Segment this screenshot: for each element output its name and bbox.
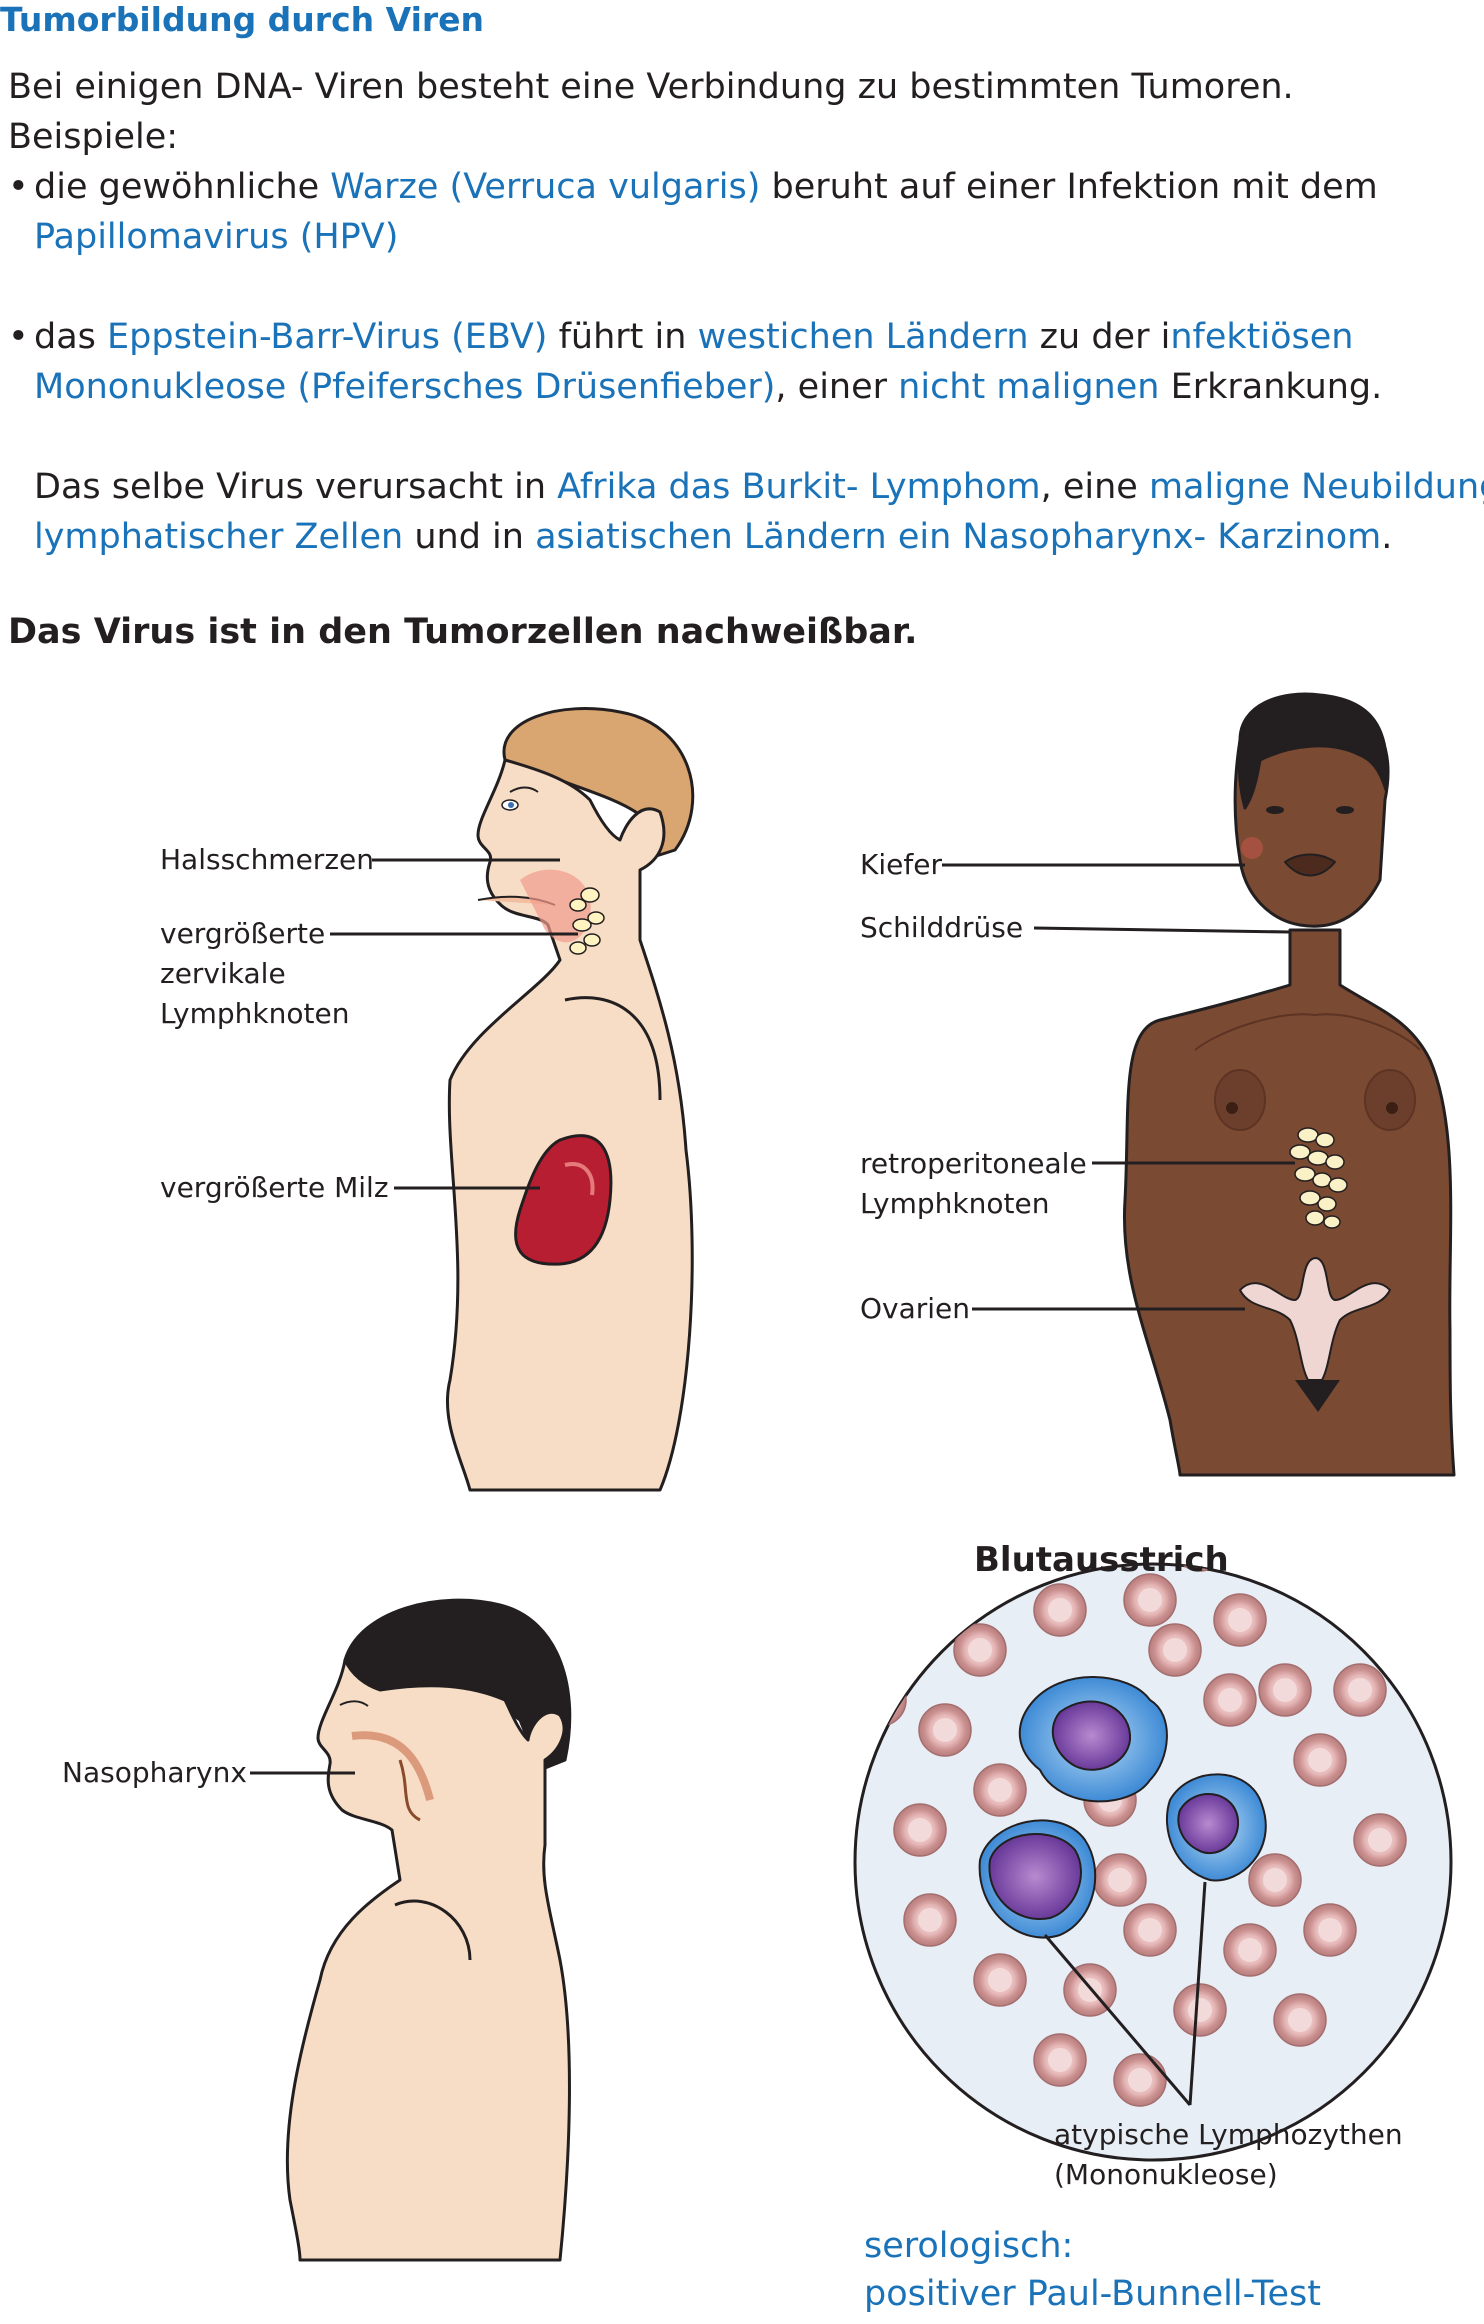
red-blood-cell-center (1218, 1688, 1242, 1712)
bullet-hpv: • die gewöhnliche Warze (Verruca vulgari… (8, 162, 1378, 262)
man-leader-lines (330, 858, 578, 1190)
para-text-4: . (1381, 517, 1393, 557)
red-blood-cell-center (988, 1778, 1012, 1802)
label-lymph-2: zervikale (160, 957, 286, 990)
label-milz: vergrößerte Milz (160, 1171, 389, 1204)
red-blood-cell-center (1108, 1868, 1132, 1892)
bullet-icon: • (8, 317, 29, 357)
para-text-3: und in (403, 517, 536, 557)
label-retro-2: Lymphknoten (860, 1187, 1050, 1220)
term-nasopharynx-karzinom: asiatischen Ländern ein Nasopharynx- Kar… (535, 517, 1382, 557)
label-schilddruese: Schilddrüse (860, 911, 1024, 944)
red-blood-cell-center (1368, 1828, 1392, 1852)
para-text-2: , eine (1040, 467, 1149, 507)
red-blood-cell-center (988, 1968, 1012, 1992)
red-blood-cell-center (918, 1908, 942, 1932)
red-blood-cell-center (1048, 2048, 1072, 2072)
red-blood-cell-center (1318, 1918, 1342, 1942)
red-blood-cell-center (1128, 2068, 1152, 2092)
red-blood-cell-center (968, 1638, 992, 1662)
term-westliche-laender: westichen Ländern (697, 317, 1029, 357)
bullet-ebv-text: das (34, 317, 108, 357)
bullet-ebv-text-3: zu der i (1028, 317, 1171, 357)
label-blutausstrich: Blutausstrich (974, 1540, 1229, 1580)
label-atyp-2: (Mononukleose) (1054, 2158, 1278, 2191)
red-blood-cell-center (933, 1718, 957, 1742)
label-halsschmerzen: Halsschmerzen (160, 843, 374, 876)
red-blood-cell-center (948, 1564, 972, 1582)
label-lymph-1: vergrößerte (160, 917, 326, 950)
red-blood-cell-center (1308, 1748, 1332, 1772)
lymphocyte-pointer-lines (1043, 1881, 1207, 2106)
intro-line-1: Bei einigen DNA- Viren besteht eine Verb… (8, 67, 1294, 107)
term-papillomavirus: Papillomavirus (HPV) (34, 217, 399, 257)
red-blood-cell-center (1263, 1868, 1287, 1892)
red-blood-cell-center (1138, 1588, 1162, 1612)
bullet-ebv-text-4: , einer (775, 367, 899, 407)
red-blood-cell-center (908, 1818, 932, 1842)
term-mononukleose: Mononukleose (Pfeifersches Drüsenfieber) (34, 367, 776, 407)
label-retro-1: retroperitoneale (860, 1147, 1087, 1180)
term-nicht-maligne: nicht malignen (898, 367, 1160, 407)
term-lymph-zellen: lymphatischer Zellen (34, 517, 404, 557)
red-blood-cell-center (1188, 1998, 1212, 2022)
label-atyp-1: atypische Lymphozythen (1054, 2118, 1403, 2151)
term-ebv: Eppstein-Barr-Virus (EBV) (107, 317, 548, 357)
term-warze: Warze (Verruca vulgaris) (330, 167, 761, 207)
intro-line-2: Beispiele: (8, 117, 179, 157)
illustration-figure (250, 692, 1456, 2262)
page-title: Tumorbildung durch Viren (0, 0, 485, 39)
bullet-ebv: • das Eppstein-Barr-Virus (EBV) führt in… (8, 312, 1382, 412)
serology-line-2: positiver Paul-Bunnell-Test (864, 2274, 1321, 2314)
man-profile-illustration (445, 707, 695, 1492)
red-blood-cell (1173, 1564, 1227, 1572)
red-blood-cell (855, 1673, 907, 1727)
term-maligne: maligne Neubildung (1148, 467, 1484, 507)
label-lymph-3: Lymphknoten (160, 997, 350, 1030)
label-ovarien: Ovarien (860, 1292, 971, 1325)
nasopharynx-head-illustration (285, 1598, 572, 2262)
para-text: Das selbe Virus verursacht in (34, 467, 558, 507)
label-kiefer: Kiefer (860, 848, 942, 881)
woman-leader-lines (942, 863, 1295, 1311)
term-burkitt: Afrika das Burkit- Lymphom (557, 467, 1041, 507)
bullet-ebv-text-5: Erkrankung. (1159, 367, 1383, 407)
bullet-hpv-text-2: beruht auf einer Infektion mit dem (760, 167, 1378, 207)
woman-front-illustration (1122, 692, 1456, 1477)
red-blood-cell-center (1048, 1598, 1072, 1622)
red-blood-cell-center (1228, 1608, 1252, 1632)
label-nasopharynx: Nasopharynx (62, 1756, 247, 1789)
bullet-ebv-text-2: führt in (547, 317, 698, 357)
paragraph-burkitt: Das selbe Virus verursacht in Afrika das… (8, 462, 1484, 562)
red-blood-cell-center (1273, 1678, 1297, 1702)
red-blood-cell-center (1238, 1938, 1262, 1962)
bullet-icon: • (8, 167, 29, 207)
red-blood-cell-center (1163, 1638, 1187, 1662)
serology-line-1: serologisch: (864, 2226, 1074, 2266)
red-blood-cell-center (1288, 2008, 1312, 2032)
red-blood-cell-center (868, 1688, 892, 1712)
serology-note: serologisch: positiver Paul-Bunnell-Test (864, 2222, 1321, 2318)
key-statement: Das Virus ist in den Tumorzellen nachwei… (8, 612, 918, 652)
bullet-hpv-text: die gewöhnliche (34, 167, 331, 207)
term-infektioesen: nfektiösen (1170, 317, 1354, 357)
red-blood-cell-center (1348, 1678, 1372, 1702)
red-blood-cell-center (1138, 1918, 1162, 1942)
atypical-lymphocytes (978, 1676, 1267, 1939)
blood-smear-illustration (853, 1562, 1453, 2162)
